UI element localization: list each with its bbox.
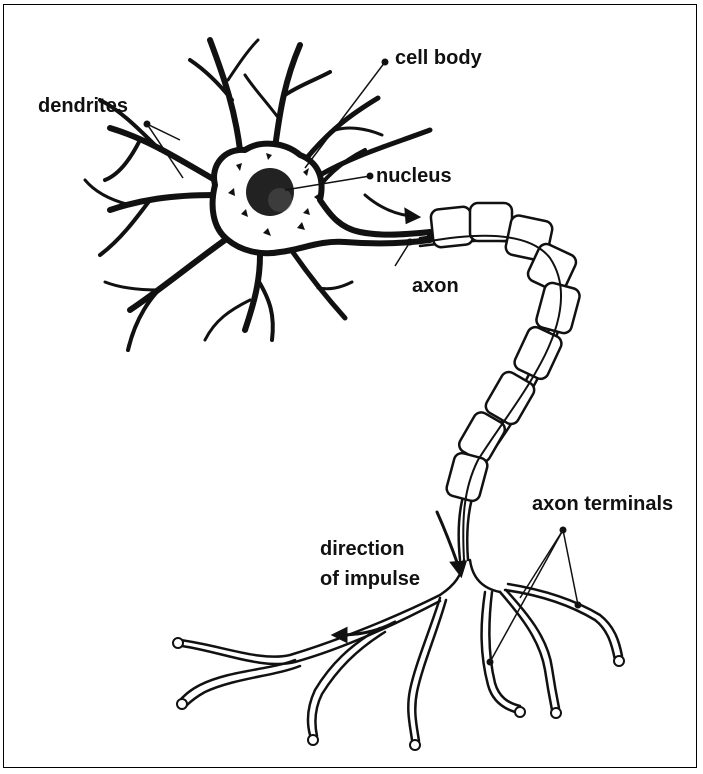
- dendrite-branch: [110, 128, 215, 180]
- dendrite-branch: [105, 282, 160, 290]
- leader-dot: [407, 239, 414, 246]
- dendrite-branch: [210, 40, 240, 150]
- myelin-segment: [535, 281, 582, 335]
- terminal-branch: [482, 592, 515, 712]
- dendrite-branch: [258, 280, 273, 340]
- label-axon-terminals: axon terminals: [532, 493, 673, 515]
- dendrite-branch: [105, 140, 140, 180]
- dendrite-branch: [275, 45, 300, 148]
- leader-dot: [575, 602, 582, 609]
- dendrite-branch: [290, 248, 345, 318]
- terminal-branch: [470, 560, 500, 592]
- terminal-knob: [308, 735, 318, 745]
- myelin-sheath: [430, 203, 581, 503]
- impulse-arrow-cell: [365, 195, 410, 216]
- impulse-arrowhead: [452, 562, 465, 575]
- terminal-branch: [500, 592, 552, 710]
- terminal-branch: [415, 600, 446, 741]
- terminal-knob: [614, 656, 624, 666]
- impulse-arrowhead: [406, 210, 418, 222]
- leader-dot: [487, 659, 494, 666]
- label-dendrites: dendrites: [38, 95, 128, 117]
- cell-body-outline: [213, 144, 430, 254]
- terminal-knob: [410, 740, 420, 750]
- label-direction-line1: direction: [320, 538, 404, 560]
- label-axon: axon: [412, 275, 459, 297]
- dendrite-branch: [245, 255, 260, 330]
- leader-line-terminals: [520, 530, 563, 598]
- nucleus-highlight: [268, 188, 292, 212]
- myelin-segment: [430, 206, 474, 248]
- leader-dot: [144, 121, 151, 128]
- leader-line-terminals: [490, 530, 563, 662]
- leader-dot: [560, 527, 567, 534]
- label-cell-body: cell body: [395, 47, 483, 69]
- terminal-branch: [505, 590, 615, 660]
- dendrite-branch: [228, 40, 258, 80]
- terminal-knob: [515, 707, 525, 717]
- dendrite-branch: [130, 240, 225, 310]
- leader-dot: [382, 59, 389, 66]
- label-nucleus: nucleus: [376, 165, 452, 187]
- terminal-branch: [182, 601, 440, 664]
- leader-line-terminals: [563, 530, 578, 605]
- terminal-knob: [177, 699, 187, 709]
- dendrite-branch: [85, 180, 130, 205]
- dendrite-branch: [318, 282, 352, 289]
- terminal-branch: [180, 595, 440, 657]
- label-direction-line2: of impulse: [320, 568, 420, 590]
- terminal-knob: [551, 708, 561, 718]
- leader-dot: [367, 173, 374, 180]
- impulse-arrow-axon: [437, 512, 458, 565]
- terminal-knob: [173, 638, 183, 648]
- dendrite-branch: [205, 300, 250, 340]
- dendrite-branch: [330, 128, 382, 135]
- dendrite-branch: [245, 75, 280, 120]
